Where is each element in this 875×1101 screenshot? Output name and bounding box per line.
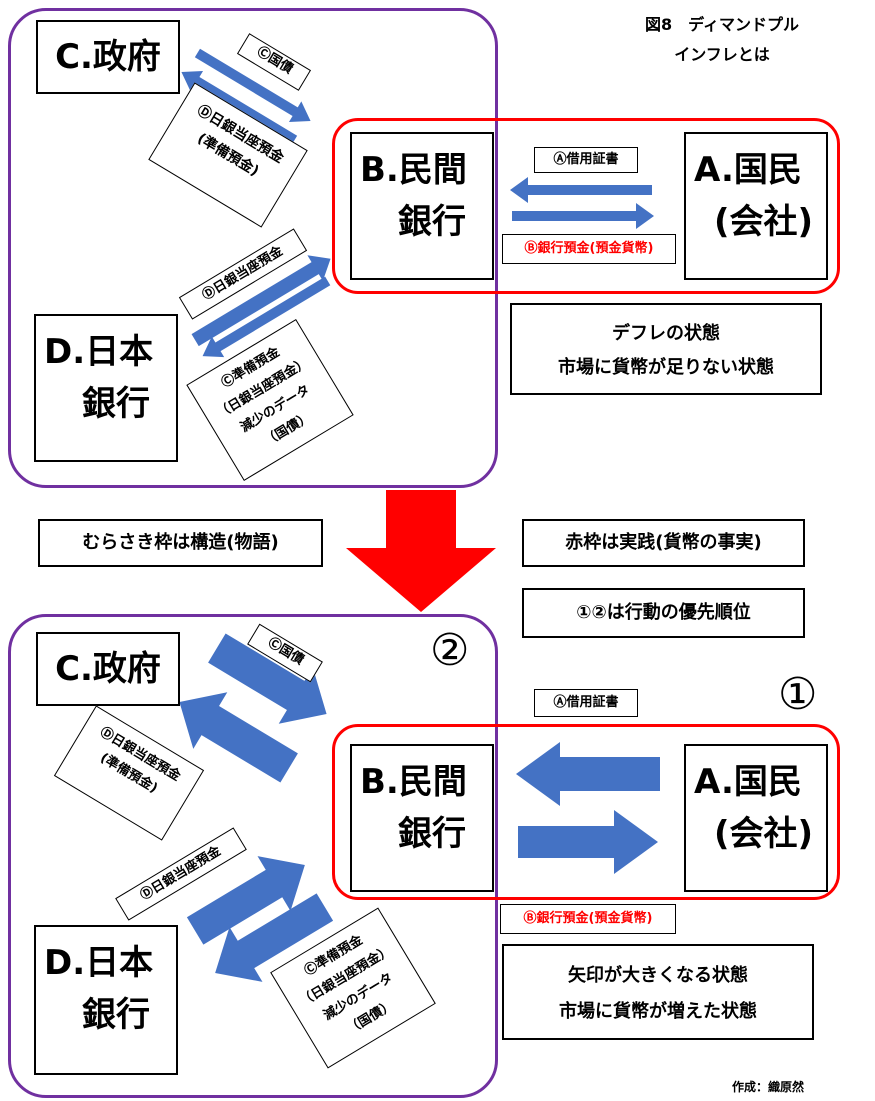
boj-label-1: D.日本 [44,943,154,983]
arrow-loan-bottom [516,742,660,806]
loan-certificate-label-bottom: Ⓐ借用証書 [534,689,638,717]
arrow-loan-top [510,177,652,203]
big-transition-arrow [346,490,496,612]
figure-title-line2: インフレとは [674,45,770,64]
arrow-deposit-top [512,203,654,229]
figure-title-line1: 図8 ディマンドプル [644,15,799,34]
priority-marker-one: ① [778,669,818,720]
bank-deposit-label-top: Ⓑ銀行預金(預金貨幣) [502,234,676,264]
arrow-boj-deposit-bottom [179,692,298,783]
private-bank-label-2: 銀行 [398,202,466,243]
deflation-note: デフレの状態 市場に貨幣が足りない状態 [510,303,822,395]
arrow-boj-to-bank-top [191,255,331,347]
inflation-note: 矢印が大きくなる状態 市場に貨幣が増えた状態 [502,944,814,1040]
citizens-box-bottom: A.国民 (会社) [684,744,828,892]
arrow-bank-to-boj-top [202,276,331,358]
citizens-label-2: (会社) [714,202,814,243]
private-bank-label-1: B.民間 [360,150,467,190]
government-label: C.政府 [55,648,161,689]
practice-frame-top [332,118,840,294]
deflation-line1: デフレの状態 [612,323,720,344]
government-box-top: C.政府 [36,20,180,94]
loan-certificate-label-top: Ⓐ借用証書 [534,147,638,173]
priority-note: ①②は行動の優先順位 [522,588,805,638]
private-bank-box-top: B.民間 銀行 [350,132,494,280]
deflation-line2: 市場に貨幣が足りない状態 [558,357,774,378]
government-label: C.政府 [55,36,161,77]
private-bank-box-bottom: B.民間 銀行 [350,744,494,892]
boj-box-top: D.日本 銀行 [34,314,178,462]
structure-frame-bottom [8,614,498,1098]
arrow-boj-to-bank-bottom [186,856,305,945]
boj-box-bottom: D.日本 銀行 [34,925,178,1075]
private-bank-label-2: 銀行 [398,814,466,855]
arrow-deposit-bottom [518,810,658,874]
boj-label-2: 銀行 [82,384,150,425]
arrow-bank-to-boj-bottom [215,893,334,982]
red-frame-note: 赤枠は実践(貨幣の事実) [522,519,805,567]
boj-label-2: 銀行 [82,995,150,1036]
boj-label-1: D.日本 [44,332,154,372]
priority-marker-two: ② [430,625,470,676]
bank-deposit-label-bottom: Ⓑ銀行預金(預金貨幣) [500,904,676,934]
inflation-line2: 市場に貨幣が増えた状態 [559,1001,757,1022]
inflation-line1: 矢印が大きくなる状態 [568,965,748,986]
citizens-box-top: A.国民 (会社) [684,132,828,280]
purple-frame-note: むらさき枠は構造(物語) [38,519,323,567]
government-box-bottom: C.政府 [36,632,180,706]
practice-frame-bottom [332,724,840,900]
author-credit: 作成：織原然 [732,1080,805,1094]
citizens-label-1: A.国民 [694,762,802,802]
figure-title: 図8 ディマンドプル インフレとは [612,10,832,70]
arrow-bonds-top [194,48,311,123]
citizens-label-1: A.国民 [694,150,802,190]
arrow-bonds-bottom [208,633,327,724]
citizens-label-2: (会社) [714,814,814,855]
private-bank-label-1: B.民間 [360,762,467,802]
structure-frame-top [8,8,498,488]
